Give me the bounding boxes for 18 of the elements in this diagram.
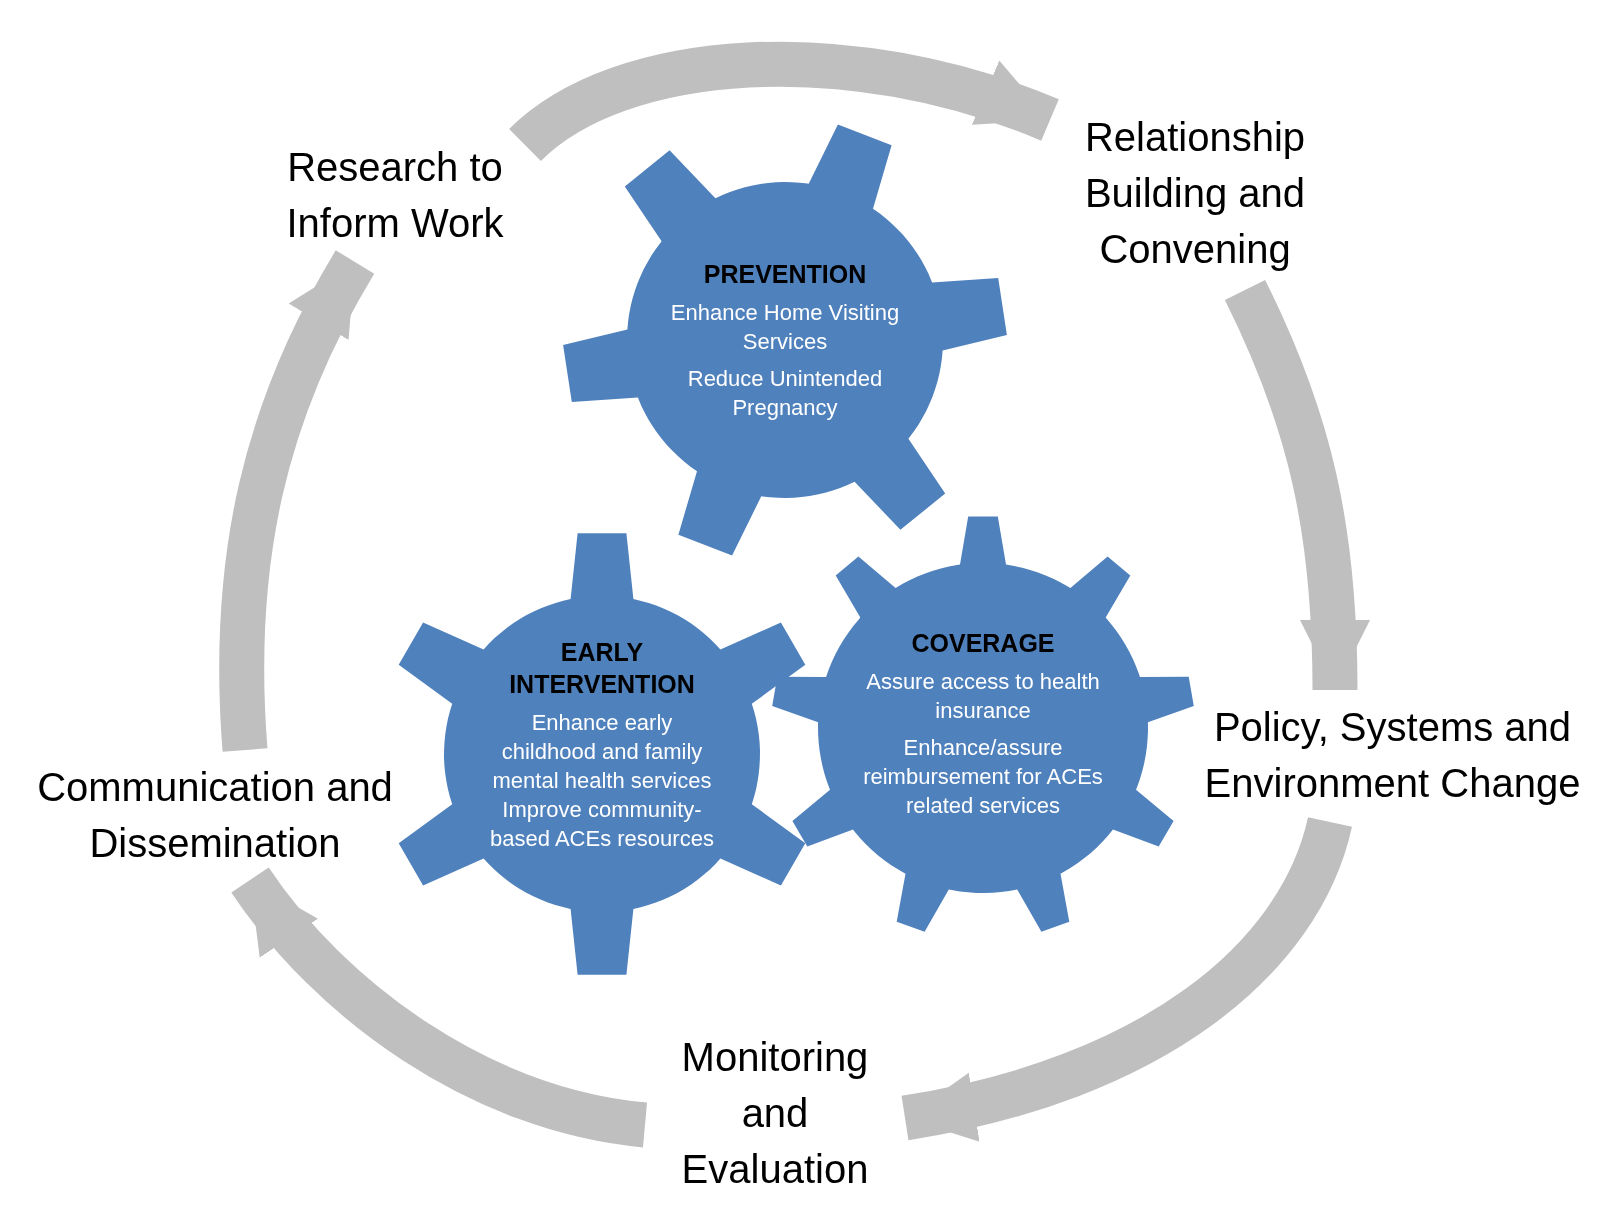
gear-heading: COVERAGE bbox=[911, 627, 1055, 659]
gear-heading: PREVENTION bbox=[703, 259, 867, 290]
gear-text: Assure access to health insurance bbox=[865, 667, 1101, 725]
stage-label: Research to Inform Work bbox=[285, 144, 505, 247]
stage-label: Relationship Building and Convening bbox=[1083, 113, 1307, 273]
stage-label: Monitoring and Evaluation bbox=[680, 1033, 870, 1193]
cycle-arrow bbox=[231, 866, 649, 1148]
gear-text: Enhance early childhood and family mental health services Improve community-based ACEs resources bbox=[489, 708, 715, 853]
gear-text: Reduce Unintended Pregnancy bbox=[686, 365, 884, 422]
cycle-arrow bbox=[510, 41, 1058, 163]
gear-heading: EARLY INTERVENTION bbox=[508, 636, 696, 700]
cycle-arrow bbox=[900, 815, 1352, 1141]
stage-label: Communication and Dissemination bbox=[36, 764, 394, 867]
cycle-arrow bbox=[219, 250, 375, 752]
gear-text: Enhance/assure reimbursement for ACEs related services bbox=[863, 733, 1103, 820]
stage-label: Policy, Systems and Environment Change bbox=[1203, 704, 1582, 807]
gear-text: Enhance Home Visiting Services bbox=[669, 299, 901, 356]
cycle-arrow bbox=[1224, 280, 1370, 691]
